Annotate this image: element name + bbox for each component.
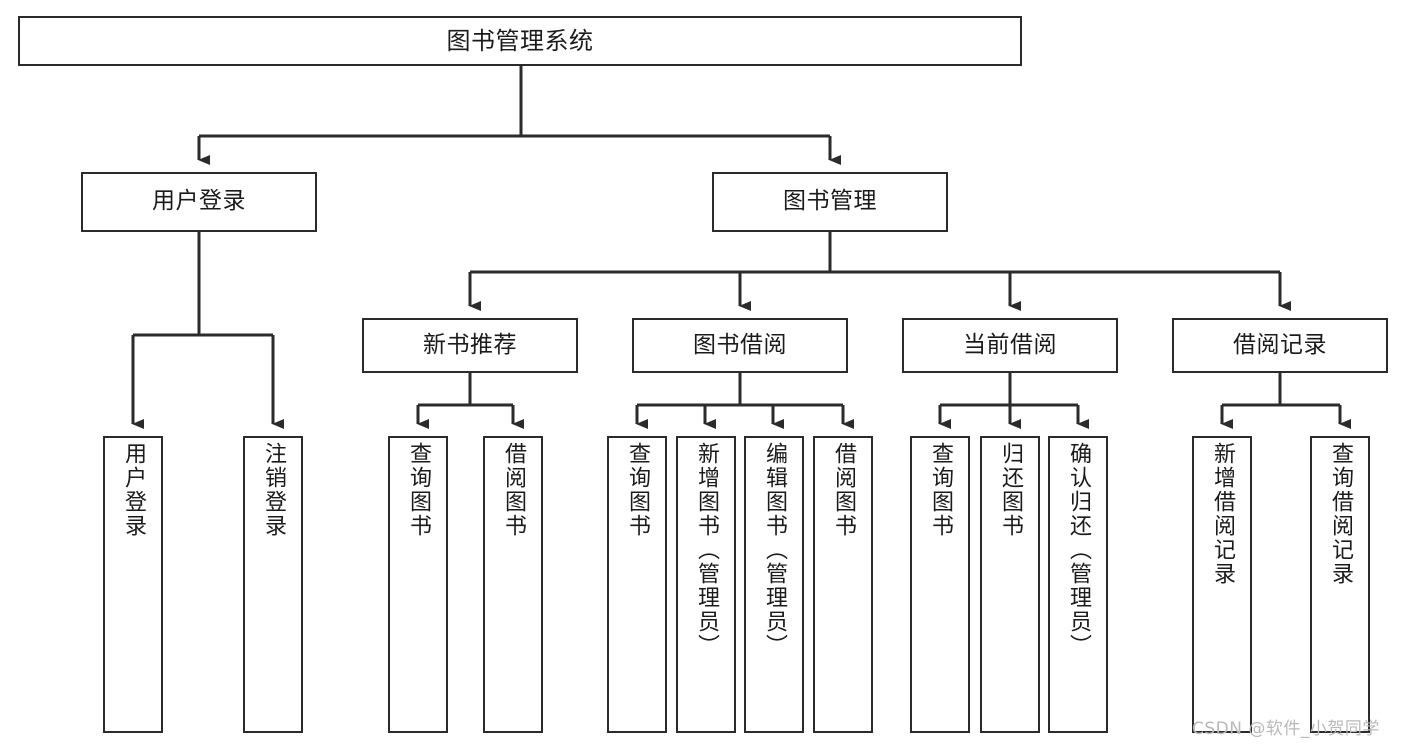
node-leaf-add-record[interactable]: 新增借阅记录 [1192,436,1252,733]
node-user-login[interactable]: 用户登录 [81,172,317,232]
node-leaf-logout[interactable]: 注销登录 [243,436,303,733]
node-book-borrow-label: 图书借阅 [693,331,787,358]
node-leaf-edit-book-label: 编辑图书（管理员） [761,442,787,658]
node-leaf-return-book-label: 归还图书 [997,442,1023,538]
node-leaf-borrow-book-2-label: 借阅图书 [830,442,856,538]
node-root-label: 图书管理系统 [446,26,594,55]
node-leaf-confirm-return-label: 确认归还（管理员） [1065,442,1091,658]
node-leaf-query-book-3[interactable]: 查询图书 [910,436,970,733]
node-book-management-label: 图书管理 [783,188,877,215]
node-current-borrow-label: 当前借阅 [963,331,1057,358]
node-leaf-borrow-book-1[interactable]: 借阅图书 [483,436,543,733]
node-borrow-record[interactable]: 借阅记录 [1172,318,1388,373]
node-leaf-borrow-book-2[interactable]: 借阅图书 [813,436,873,733]
node-leaf-return-book[interactable]: 归还图书 [980,436,1040,733]
node-leaf-logout-label: 注销登录 [260,442,286,538]
node-leaf-borrow-book-1-label: 借阅图书 [500,442,526,538]
node-leaf-query-record-label: 查询借阅记录 [1327,442,1353,586]
node-leaf-query-book-1-label: 查询图书 [405,442,431,538]
node-borrow-record-label: 借阅记录 [1233,331,1327,358]
node-leaf-add-book-label: 新增图书（管理员） [693,442,719,658]
node-leaf-add-record-label: 新增借阅记录 [1209,442,1235,586]
node-leaf-user-login[interactable]: 用户登录 [103,436,163,733]
node-leaf-confirm-return[interactable]: 确认归还（管理员） [1048,436,1108,733]
node-user-login-label: 用户登录 [152,188,246,215]
node-book-management[interactable]: 图书管理 [712,172,948,232]
node-leaf-query-book-2-label: 查询图书 [624,442,650,538]
node-leaf-user-login-label: 用户登录 [120,442,146,538]
node-leaf-query-book-2[interactable]: 查询图书 [607,436,667,733]
watermark-text: CSDN @软件_小贺同学 [1192,719,1380,739]
node-leaf-add-book[interactable]: 新增图书（管理员） [676,436,736,733]
node-book-borrow[interactable]: 图书借阅 [632,318,848,373]
node-root[interactable]: 图书管理系统 [18,16,1022,66]
node-leaf-query-book-3-label: 查询图书 [927,442,953,538]
node-new-book-recommend-label: 新书推荐 [423,331,517,358]
node-current-borrow[interactable]: 当前借阅 [902,318,1118,373]
node-new-book-recommend[interactable]: 新书推荐 [362,318,578,373]
node-leaf-edit-book[interactable]: 编辑图书（管理员） [744,436,804,733]
node-leaf-query-book-1[interactable]: 查询图书 [388,436,448,733]
node-leaf-query-record[interactable]: 查询借阅记录 [1310,436,1370,733]
